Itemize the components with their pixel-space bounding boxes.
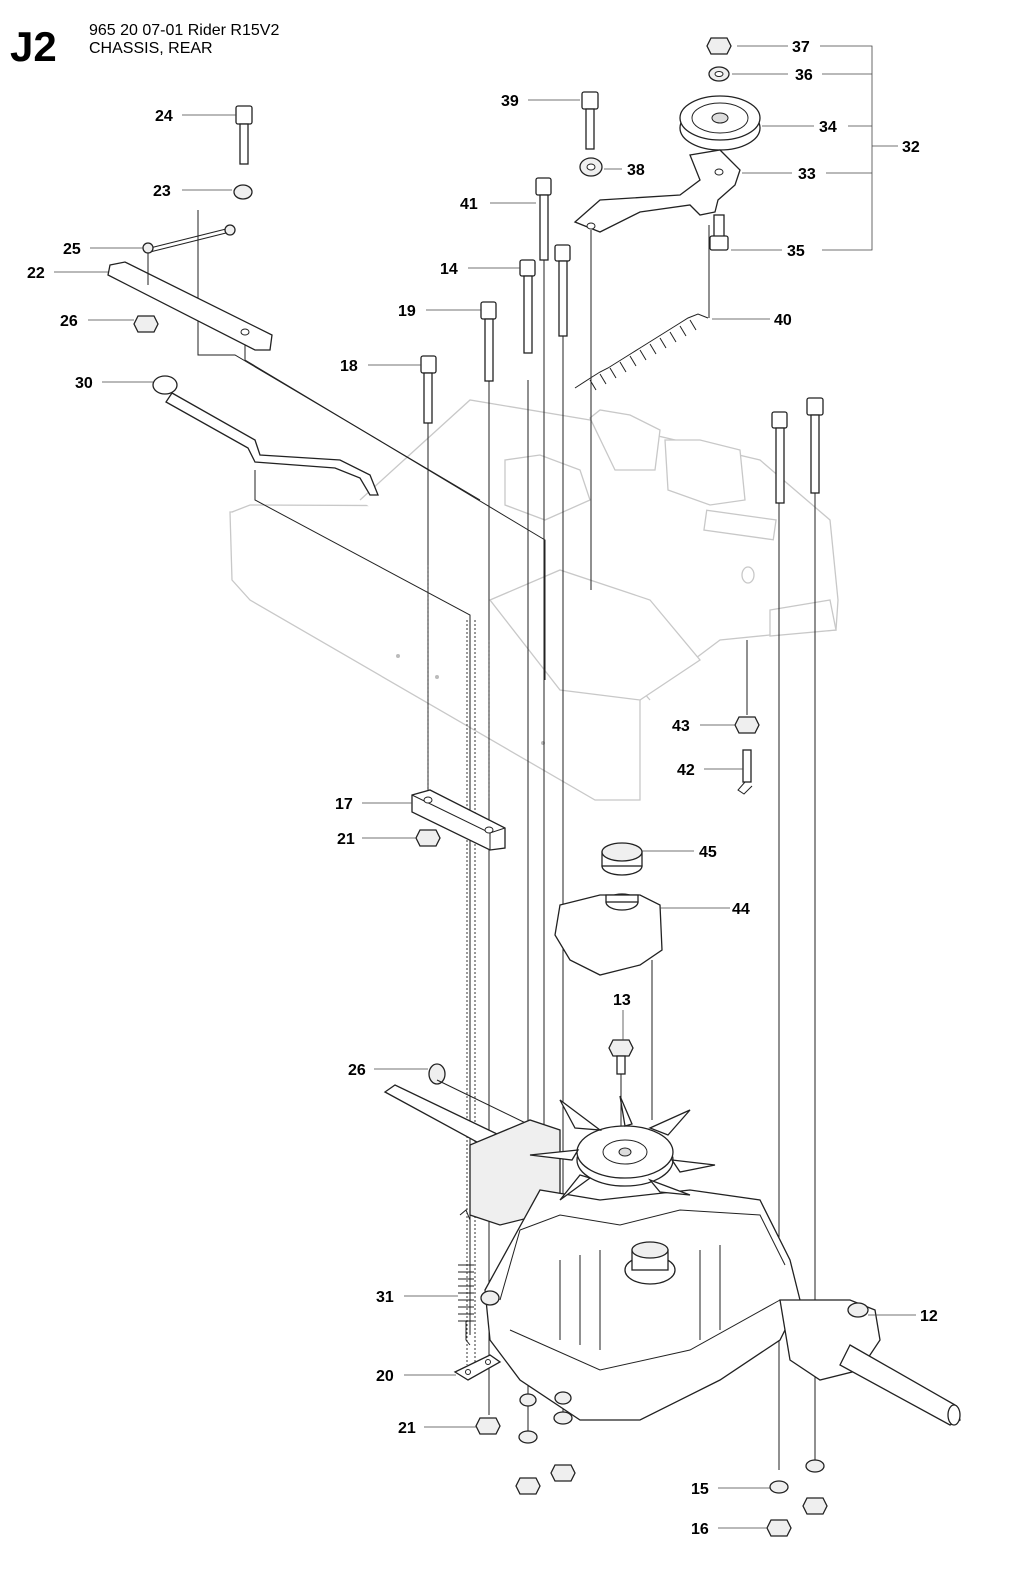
part-15-washer <box>769 1480 789 1494</box>
callout-15: 15 <box>691 1481 709 1498</box>
callout-38: 38 <box>627 162 645 179</box>
callout-30: 30 <box>75 375 93 392</box>
callout-37: 37 <box>792 39 810 56</box>
callout-13: 13 <box>613 992 631 1009</box>
part-17-block <box>411 789 506 851</box>
callout-22: 22 <box>27 265 45 282</box>
part-37-nut <box>706 37 732 55</box>
page-code: J2 <box>10 23 57 70</box>
part-23-washer <box>233 184 253 200</box>
frame-bolt-right <box>806 397 824 494</box>
part-44-tank <box>554 893 663 976</box>
part-34-pulley <box>679 95 761 151</box>
part-38-washer <box>579 157 603 177</box>
part-40-spring <box>574 313 709 391</box>
part-42-pin <box>737 749 753 795</box>
alignment-lines <box>197 210 816 1470</box>
callout-14: 14 <box>440 261 458 278</box>
callout-43: 43 <box>672 718 690 735</box>
callout-35: 35 <box>787 243 805 260</box>
part-39-bolt <box>581 91 599 150</box>
part-45-cap <box>601 842 643 876</box>
callout-42: 42 <box>677 762 695 779</box>
callout-31: 31 <box>376 1289 394 1306</box>
part-19-bolt <box>480 301 497 382</box>
callout-26-lower: 26 <box>348 1062 366 1079</box>
callout-33: 33 <box>798 166 816 183</box>
part-12-transaxle <box>383 1084 961 1426</box>
callout-25: 25 <box>63 241 81 258</box>
frame-bolt-left <box>771 411 788 504</box>
part-30-control-rod <box>152 375 379 496</box>
callout-44: 44 <box>732 901 750 918</box>
part-21-nut-lower <box>475 1417 501 1435</box>
lower-washer-left <box>515 1430 541 1495</box>
callout-34: 34 <box>819 119 837 136</box>
callout-36: 36 <box>795 67 813 84</box>
part-26-nut-upper <box>133 315 159 333</box>
part-35-bolt <box>709 214 729 251</box>
callout-16: 16 <box>691 1521 709 1538</box>
callout-19: 19 <box>398 303 416 320</box>
chassis-frame <box>229 399 839 801</box>
part-number-line: 965 20 07-01 Rider R15V2 <box>89 22 280 39</box>
part-13-bolt <box>608 1039 634 1075</box>
callout-41: 41 <box>460 196 478 213</box>
part-36-washer <box>708 66 730 82</box>
part-14-bolt-second <box>554 244 571 337</box>
callout-40: 40 <box>774 312 792 329</box>
right-washer-nut <box>802 1459 828 1515</box>
section-title: CHASSIS, REAR <box>89 40 213 57</box>
part-26-bushing-lower <box>428 1063 541 1131</box>
callout-labels: 37 36 34 32 33 35 39 38 41 14 19 18 40 2… <box>27 39 938 1538</box>
callout-21-lower: 21 <box>398 1420 416 1437</box>
part-43-nut <box>734 716 760 734</box>
callout-24: 24 <box>155 108 173 125</box>
callout-23: 23 <box>153 183 171 200</box>
part-20-bracket <box>453 1354 502 1381</box>
callout-39: 39 <box>501 93 519 110</box>
callout-32: 32 <box>902 139 920 156</box>
cooling-fan <box>529 1095 716 1201</box>
part-25-adjust-rod <box>142 224 236 285</box>
part-14-bolt <box>519 259 536 354</box>
header-title-block: 965 20 07-01 Rider R15V2 CHASSIS, REAR <box>89 22 279 58</box>
callout-20: 20 <box>376 1368 394 1385</box>
leader-lines <box>54 45 916 1529</box>
callout-26-upper: 26 <box>60 313 78 330</box>
part-21-nut-upper <box>415 829 441 847</box>
callout-21-upper: 21 <box>337 831 355 848</box>
part-31-spring <box>458 1209 474 1346</box>
part-33-bracket <box>573 149 741 233</box>
callout-45: 45 <box>699 844 717 861</box>
callout-18: 18 <box>340 358 358 375</box>
part-16-nut <box>766 1519 792 1537</box>
callout-12: 12 <box>920 1308 938 1325</box>
part-18-bolt <box>420 355 437 424</box>
part-41-bolt <box>535 177 552 261</box>
part-22-link-arm <box>107 261 273 351</box>
lower-washer-mid <box>550 1411 576 1482</box>
callout-17: 17 <box>335 796 353 813</box>
part-24-bolt <box>235 105 253 165</box>
